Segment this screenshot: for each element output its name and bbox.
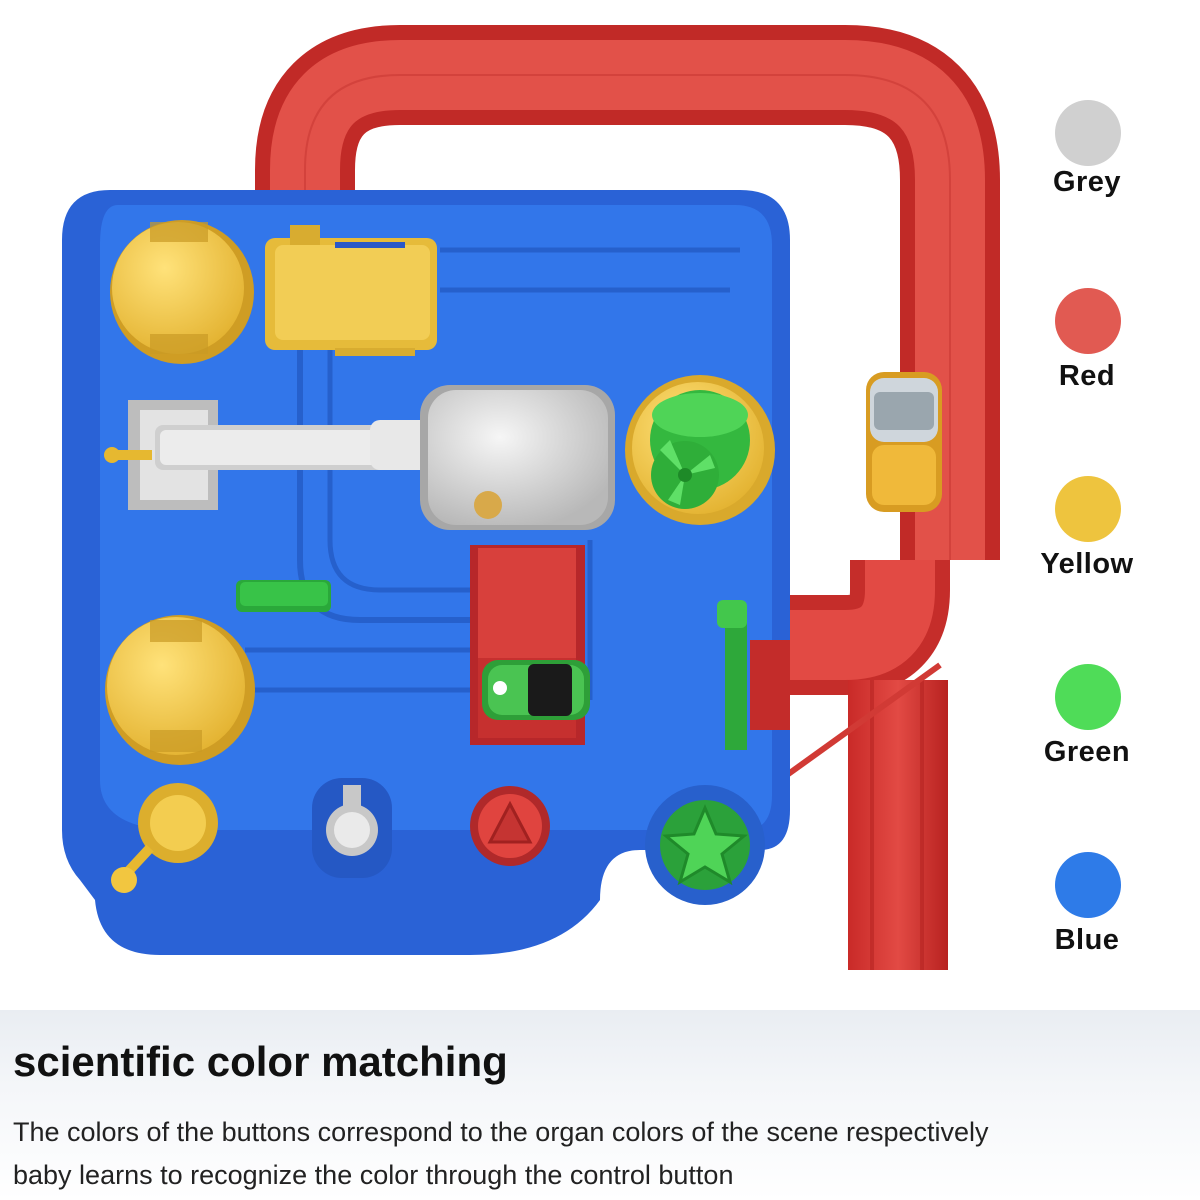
toy-track-illustration [62, 25, 1000, 970]
color-legend: Grey Red Yellow Green Blue [1030, 0, 1200, 1000]
green-fan [625, 375, 775, 525]
swatch-green [1055, 664, 1121, 730]
red-track [255, 25, 1000, 970]
caption-title: scientific color matching [13, 1038, 508, 1085]
label-red: Red [1058, 360, 1116, 392]
grey-machine [420, 385, 615, 530]
label-grey: Grey [1052, 166, 1122, 198]
swatch-red [1055, 288, 1121, 354]
green-car [482, 660, 590, 720]
swatch-yellow [1055, 476, 1121, 542]
label-blue: Blue [1054, 924, 1120, 956]
red-triangle-button [470, 786, 550, 866]
label-green: Green [1043, 736, 1131, 768]
swatch-blue [1055, 852, 1121, 918]
yellow-gate [265, 225, 437, 356]
caption-panel: scientific color matching The colors of … [0, 1010, 1200, 1200]
yellow-disc-top [110, 220, 254, 364]
green-star-button [645, 785, 765, 905]
green-lever [717, 600, 790, 750]
yellow-disc-bottom [105, 615, 255, 765]
blue-base [62, 190, 790, 955]
yellow-car [866, 372, 942, 512]
caption-line-2: baby learns to recognize the color throu… [13, 1160, 734, 1190]
swatch-grey [1055, 100, 1121, 166]
yellow-gear-knob [111, 783, 218, 893]
grey-gear-knob [312, 778, 392, 878]
label-yellow: Yellow [1040, 548, 1134, 580]
caption-line-1: The colors of the buttons correspond to … [13, 1117, 989, 1147]
control-buttons [111, 778, 765, 905]
